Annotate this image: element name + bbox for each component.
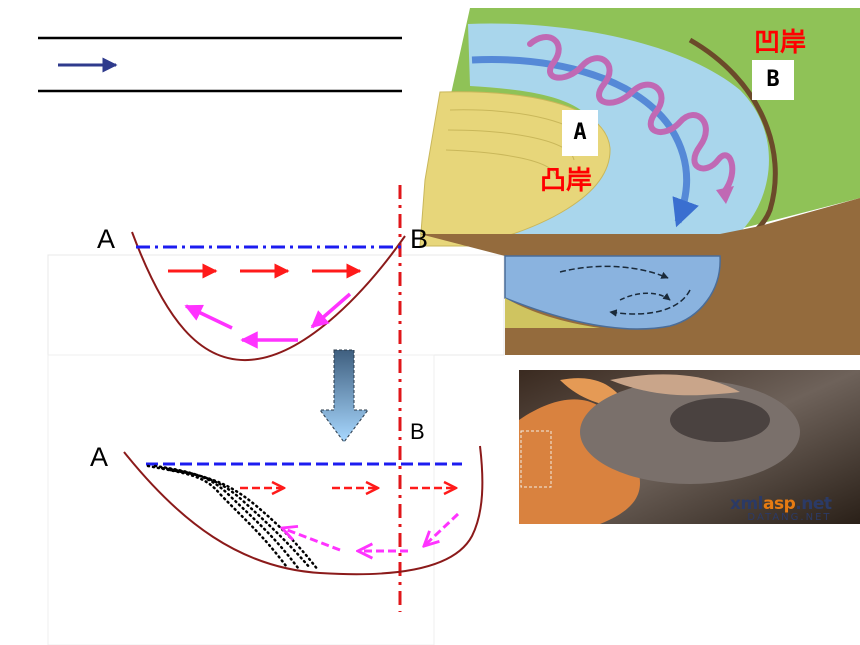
photo-watermark-main: xmlasp.net	[730, 494, 832, 514]
photo-watermark-sub: DATANG.NET	[747, 512, 832, 523]
photo-light-rock	[610, 374, 740, 396]
block-main-flow-arrow	[471, 56, 699, 228]
block-helical-flow-head	[716, 186, 734, 204]
photo-selection-box	[520, 430, 552, 488]
block-cross-circulation-2	[609, 289, 691, 317]
deposition-layer-4	[168, 468, 320, 572]
block-cross-section-yellow	[505, 298, 600, 328]
photo-gray-rock-shadow	[670, 398, 770, 442]
block-river-water	[468, 23, 769, 253]
block-cross-circulation-3	[619, 292, 671, 301]
river-photo	[519, 370, 860, 524]
bottom-label-b: B	[410, 419, 425, 444]
block-box-a: A	[562, 110, 598, 156]
block-box-b: B	[752, 60, 794, 100]
bottom-label-a: A	[90, 442, 109, 472]
bottom-return-arrow-left	[282, 528, 341, 552]
transition-down-arrow	[319, 349, 369, 443]
top-return-arrow-right	[310, 292, 352, 329]
top-label-a: A	[97, 224, 116, 254]
top-return-arrow-left	[184, 304, 233, 330]
photo-watermark: xmlasp.net DATANG.NET	[730, 496, 832, 523]
bottom-channel-bed	[123, 445, 484, 576]
block-cross-circulation-1	[559, 265, 669, 279]
convex-bank-label: 凸岸	[540, 166, 593, 196]
top-label-b: B	[410, 224, 429, 254]
block-helical-flow-spiral	[527, 34, 736, 195]
bottom-return-arrow-right	[424, 512, 460, 546]
top-channel-bed	[131, 231, 406, 362]
concave-bank-label: 凹岸	[754, 28, 807, 58]
